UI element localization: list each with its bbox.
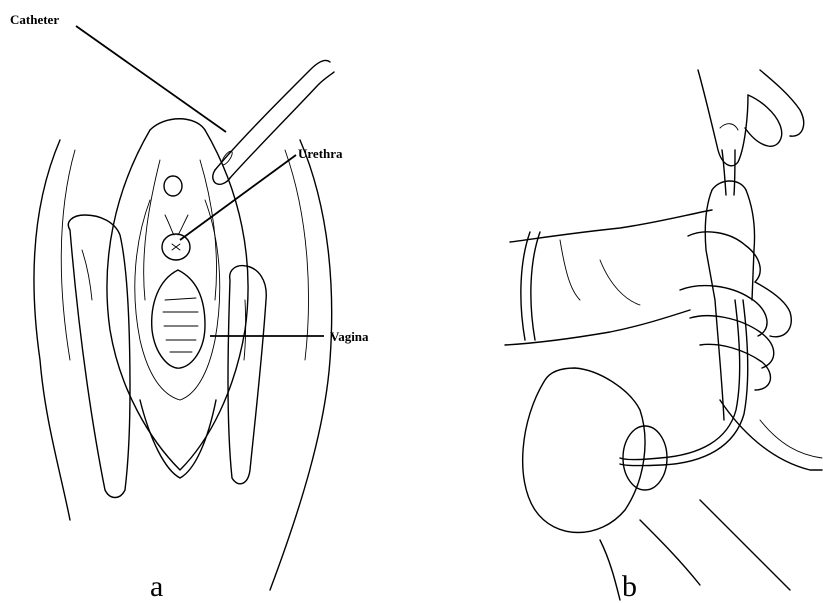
catheter-leader-line [76,26,226,132]
urethra-label: Urethra [298,146,343,161]
catheter-label: Catheter [10,12,59,27]
panel-b-male-drawing [505,70,822,600]
vagina-label: Vagina [330,329,369,344]
urethra-leader-line [180,155,296,240]
panel-a-label: a [150,570,163,603]
panel-b-label: b [622,570,637,603]
panel-a-female-drawing [34,60,334,590]
